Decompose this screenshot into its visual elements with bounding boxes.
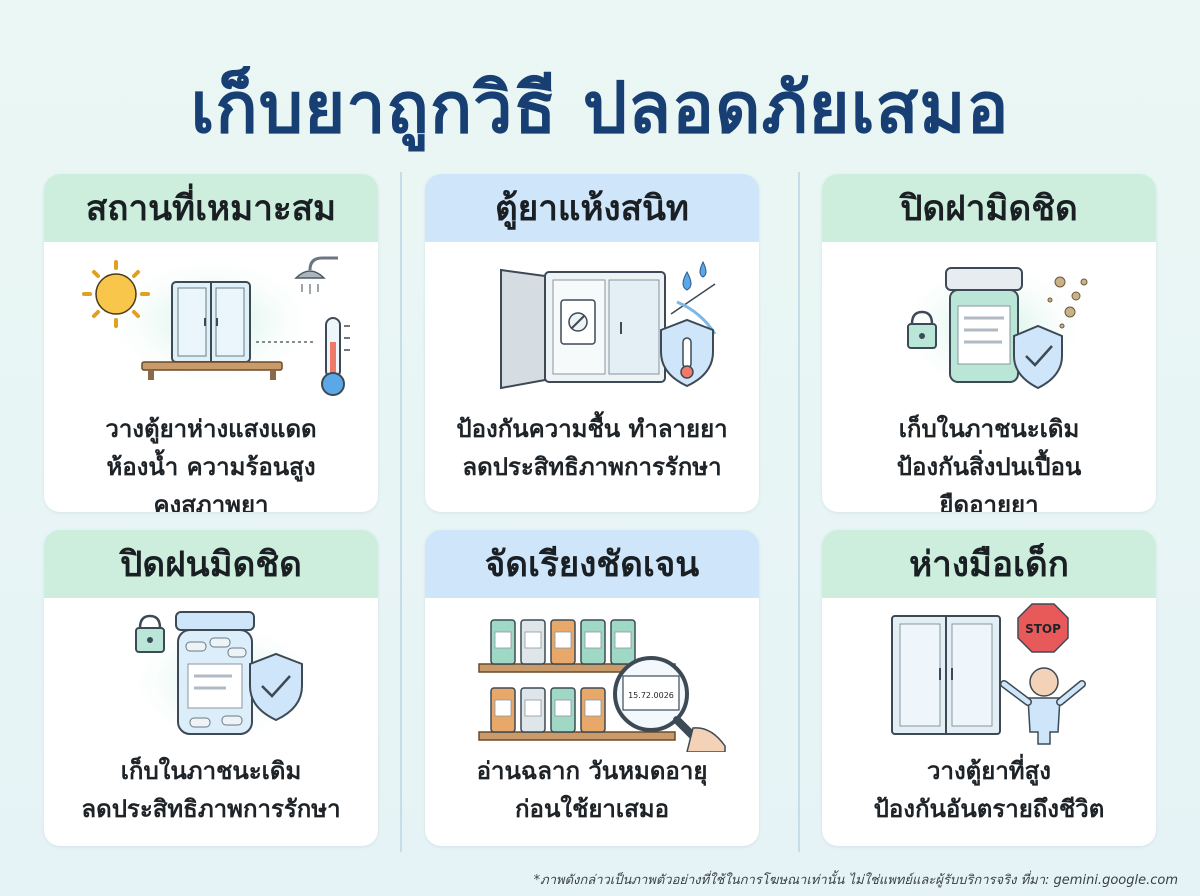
description-line: ลดประสิทธิภาพการรักษา [81, 795, 341, 823]
description-line: ห้องน้ำ ความร้อนสูง [106, 453, 316, 481]
card-heading: ตู้ยาแห้งสนิท [425, 174, 759, 242]
card-close-lid: ปิดฝามิดชิด [822, 174, 1156, 512]
description-line: ลดประสิทธิภาพการรักษา [462, 453, 722, 481]
card-description: วางตู้ยาที่สูง ป้องกันอันตรายถึงชีวิต [822, 752, 1156, 828]
card-heading: ห่างมือเด็ก [822, 530, 1156, 598]
column-divider-right [798, 172, 800, 852]
page-title: เก็บยาถูกวิธี ปลอดภัยเสมอ [190, 67, 1010, 149]
sun-icon [82, 260, 150, 328]
label-date-text: 15.72.0026 [628, 691, 674, 700]
card-dust-tight: ปิดฝนมิดชิด [44, 530, 378, 846]
card-heading: ปิดฝนมิดชิด [44, 530, 378, 598]
card-heading: สถานที่เหมาะสม [44, 174, 378, 242]
card-illustration [44, 598, 378, 752]
card-illustration [822, 242, 1156, 410]
shelf-bottles-icon [478, 619, 676, 741]
description-line: ป้องกันความชื้น ทำลายยา [456, 415, 728, 443]
dust-icon [1047, 276, 1088, 329]
card-suitable-place: สถานที่เหมาะสม [44, 174, 378, 512]
desiccant-icon [560, 299, 596, 345]
child-icon [1000, 667, 1086, 745]
card-description: เก็บในภาชนะเดิม ป้องกันสิ่งปนเปื้อน ยืดอ… [822, 410, 1156, 512]
card-illustration [425, 242, 759, 410]
description-line: ยืดอายุยา [939, 491, 1039, 512]
lock-icon [907, 310, 937, 349]
description-line: อ่านฉลาก วันหมดอายุ [476, 757, 708, 785]
card-dry-cabinet: ตู้ยาแห้งสนิท [425, 174, 759, 512]
card-away-from-children: ห่างมือเด็ก STOP [822, 530, 1156, 846]
card-description: ป้องกันความชื้น ทำลายยา ลดประสิทธิภาพการ… [425, 410, 759, 486]
description-line: วางตู้ยาห่างแสงแดด [105, 415, 317, 443]
water-drop-icon [670, 260, 717, 335]
card-description: เก็บในภาชนะเดิม ลดประสิทธิภาพการรักษา [44, 752, 378, 828]
stop-sign-icon: STOP [1017, 603, 1069, 653]
description-line: ก่อนใช้ยาเสมอ [515, 795, 669, 823]
description-line: เก็บในภาชนะเดิม [120, 757, 302, 785]
open-cabinet-icon [500, 268, 666, 390]
high-cabinet-icon [891, 615, 1001, 735]
description-line: ป้องกันสิ่งปนเปื้อน [896, 453, 1082, 481]
shower-icon [294, 256, 338, 294]
shield-check-icon [249, 652, 303, 722]
description-line: เก็บในภาชนะเดิม [898, 415, 1080, 443]
card-illustration: 15.72.0026 [425, 598, 759, 752]
cabinet-icon [141, 281, 283, 380]
footnote: *ภาพดังกล่าวเป็นภาพตัวอย่างที่ใช้ในการโฆ… [533, 873, 1178, 888]
magnifier-icon: 15.72.0026 [613, 656, 726, 752]
card-organize: จัดเรียงชัดเจน [425, 530, 759, 846]
description-line: ป้องกันอันตรายถึงชีวิต [873, 795, 1105, 823]
description-line: คงสภาพยา [153, 491, 269, 512]
shield-thermometer-icon [660, 318, 714, 388]
card-illustration [44, 242, 378, 410]
card-illustration: STOP [822, 598, 1156, 752]
card-description: วางตู้ยาห่างแสงแดด ห้องน้ำ ความร้อนสูง ค… [44, 410, 378, 512]
column-divider-left [400, 172, 402, 852]
pill-jar-icon [175, 611, 255, 735]
stop-sign-text: STOP [1025, 622, 1061, 636]
shield-check-icon [1013, 324, 1063, 390]
card-heading: จัดเรียงชัดเจน [425, 530, 759, 598]
card-heading: ปิดฝามิดชิด [822, 174, 1156, 242]
pill-bottle-icon [945, 267, 1023, 383]
lock-icon [135, 614, 165, 653]
card-description: อ่านฉลาก วันหมดอายุ ก่อนใช้ยาเสมอ [425, 752, 759, 828]
description-line: วางตู้ยาที่สูง [927, 757, 1051, 785]
thermometer-icon [321, 317, 350, 396]
